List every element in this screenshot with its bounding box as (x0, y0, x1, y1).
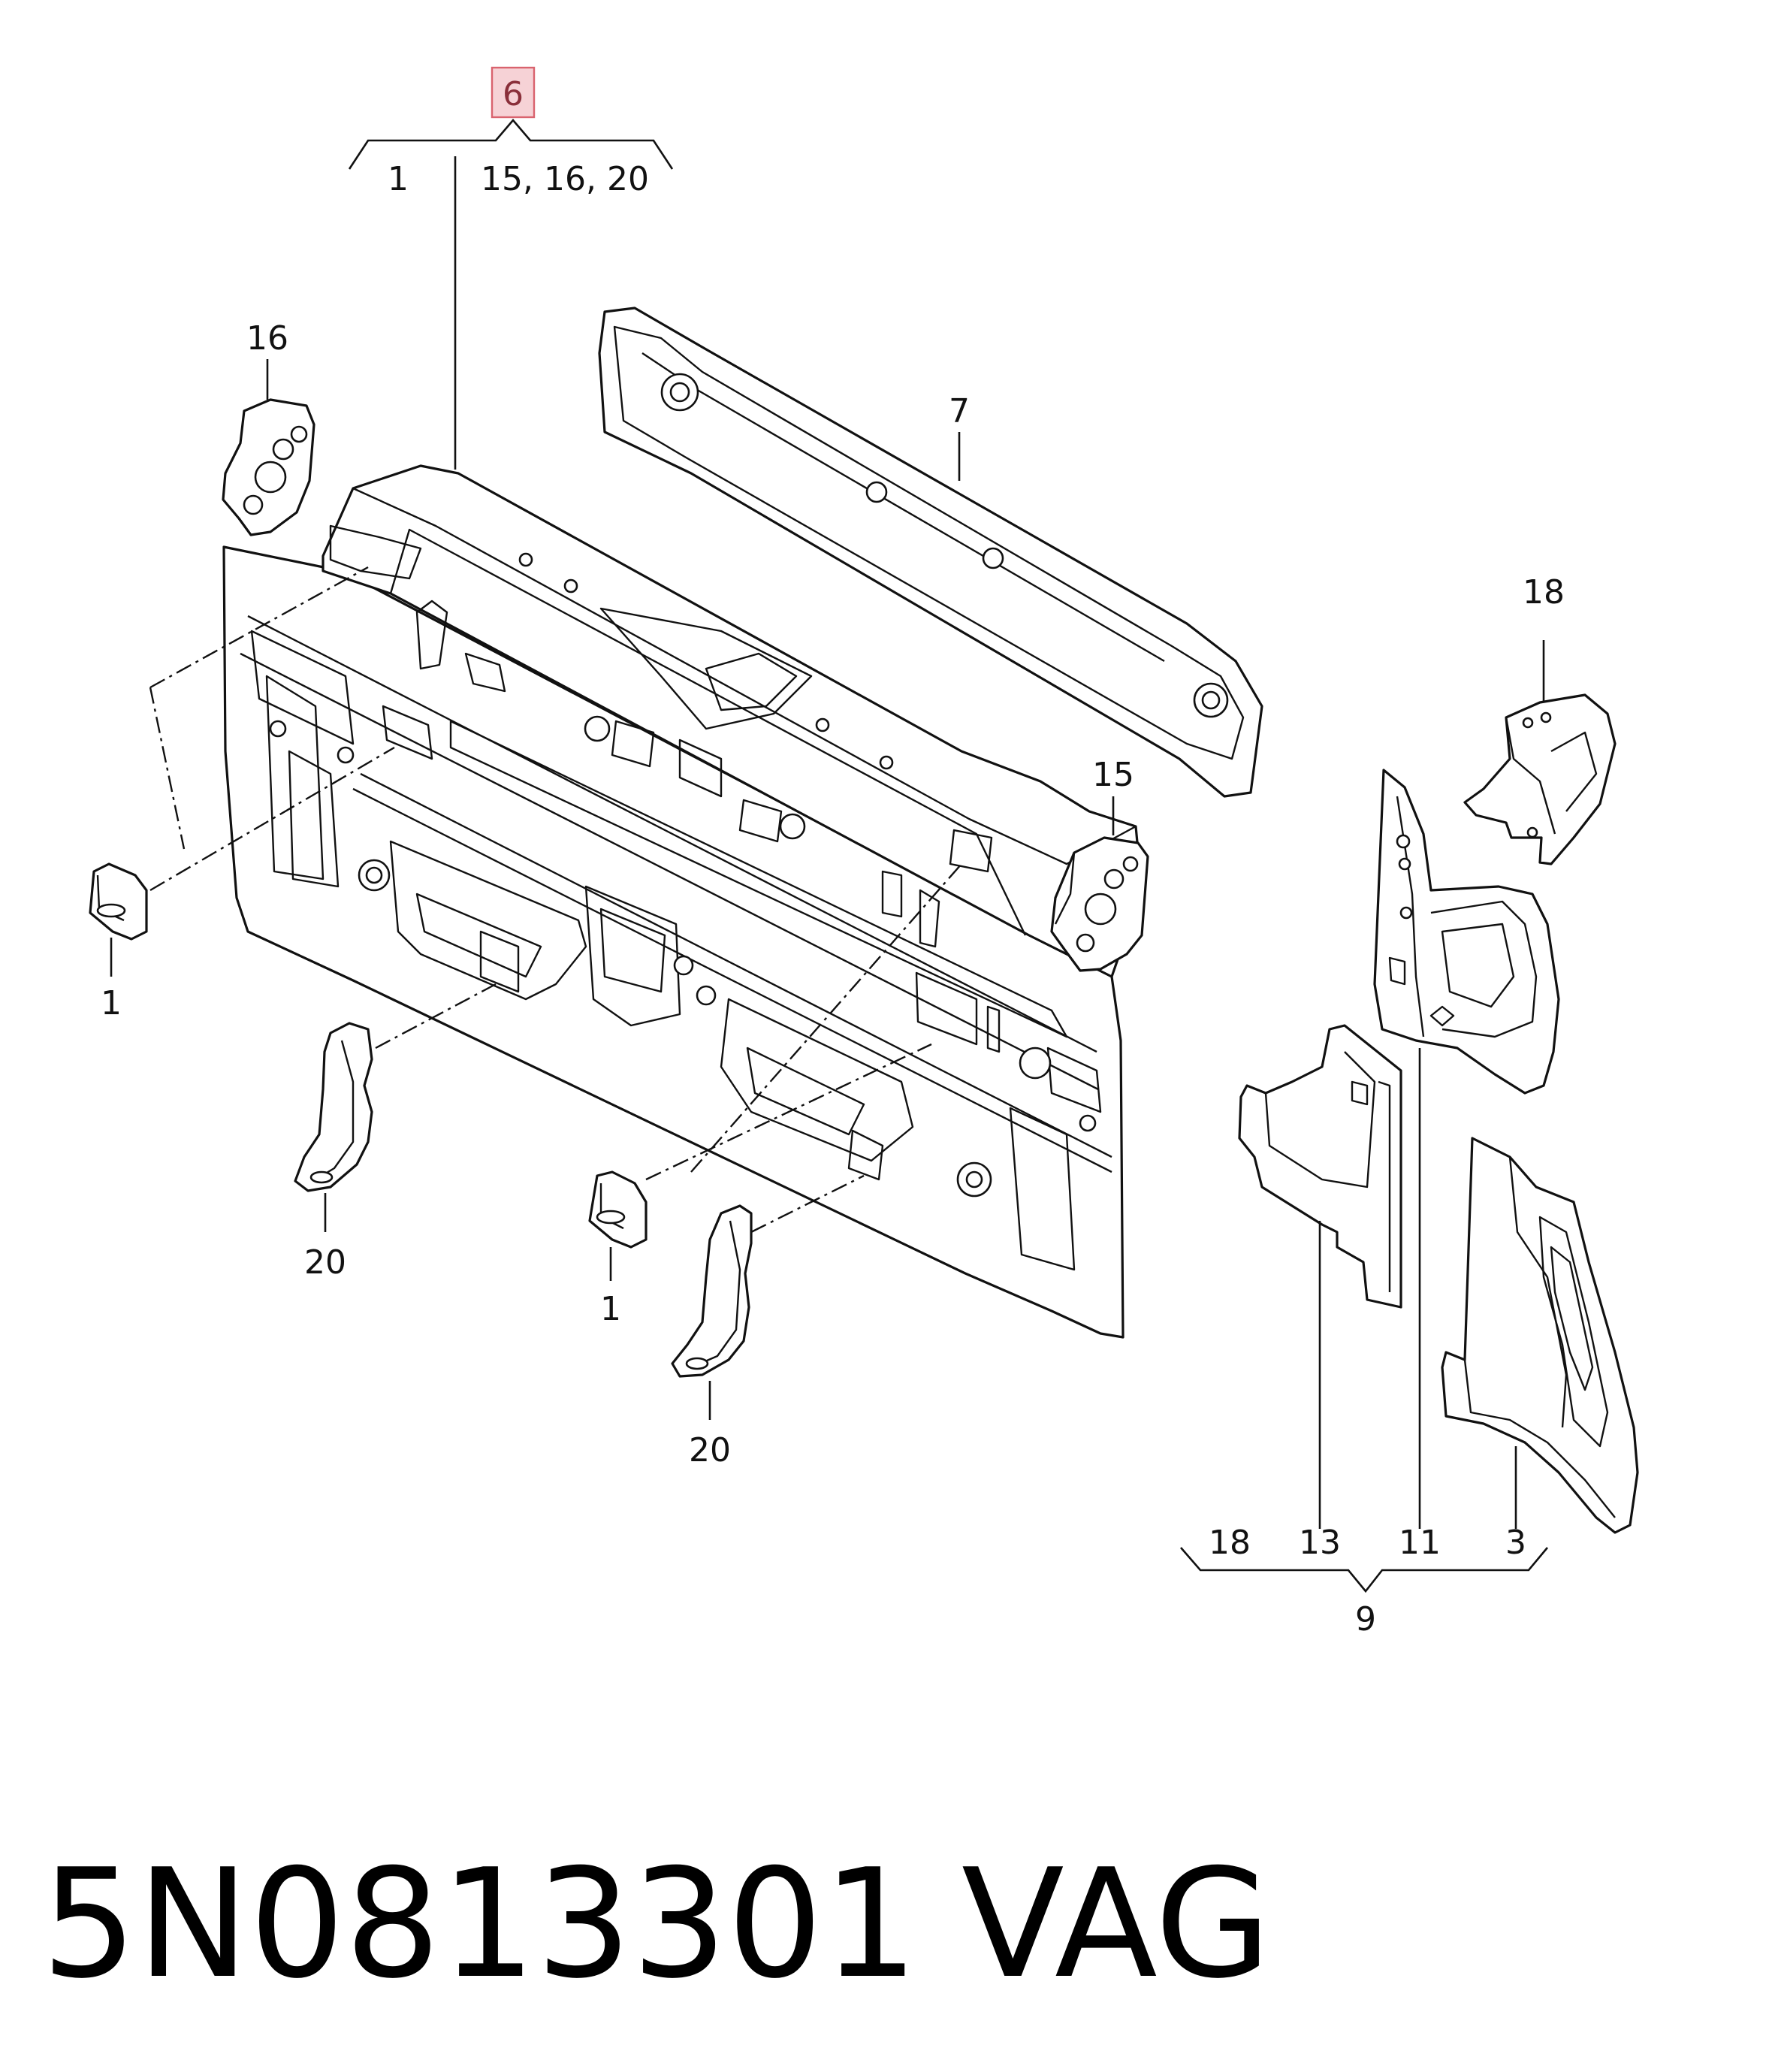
pointer-left-vert (149, 687, 186, 850)
pointer-right-20 (750, 1174, 865, 1234)
part-20-bracket-left[interactable] (294, 1022, 373, 1192)
group-top-left-label: 1 (388, 160, 409, 198)
group-bracket-bottom (1180, 1048, 1548, 1593)
part-1-clip-left[interactable] (89, 862, 148, 941)
part-3-pillar-panel[interactable] (1441, 1137, 1639, 1534)
part-18-bracket[interactable] (1463, 693, 1617, 865)
callout-20-center: 20 (689, 1431, 731, 1469)
callout-1-left: 1 (101, 984, 122, 1022)
callout-18: 18 (1523, 573, 1565, 612)
group-bottom-label-3: 3 (1505, 1524, 1526, 1562)
group-bottom-parent-9: 9 (1355, 1600, 1376, 1639)
group-top-right-label: 15, 16, 20 (481, 160, 649, 198)
group-bottom-label-13: 13 (1299, 1524, 1341, 1562)
pointer-center-1b (645, 1043, 932, 1181)
pointer-top-left (149, 566, 369, 689)
part-13-bracket[interactable] (1238, 1024, 1402, 1309)
part-number-caption: 5N0813301 (41, 1837, 919, 2012)
callout-1-center: 1 (600, 1290, 621, 1328)
group-bottom-label-18: 18 (1209, 1524, 1251, 1562)
callout-20-left: 20 (304, 1243, 346, 1282)
pointer-center-20 (375, 983, 497, 1050)
group-bottom-label-11: 11 (1399, 1524, 1441, 1562)
callout-6-highlighted[interactable]: 6 (491, 66, 536, 119)
callout-6-label: 6 (503, 75, 524, 113)
callout-16: 16 (246, 319, 288, 358)
callout-7: 7 (949, 392, 970, 430)
callout-15: 15 (1092, 756, 1134, 794)
group-bracket-top (348, 118, 674, 470)
brand-caption: VAG (961, 1837, 1271, 2012)
part-1-clip-center[interactable] (588, 1170, 648, 1249)
part-11-side-member[interactable] (1373, 769, 1560, 1095)
part-16-plate[interactable] (222, 398, 315, 536)
pointer-center-1 (690, 863, 962, 1173)
part-20-bracket-center[interactable] (671, 1204, 753, 1378)
part-6-rear-panel[interactable] (222, 464, 1143, 1339)
part-15-plate[interactable] (1050, 836, 1149, 972)
part-7-cross-member[interactable] (598, 307, 1263, 798)
